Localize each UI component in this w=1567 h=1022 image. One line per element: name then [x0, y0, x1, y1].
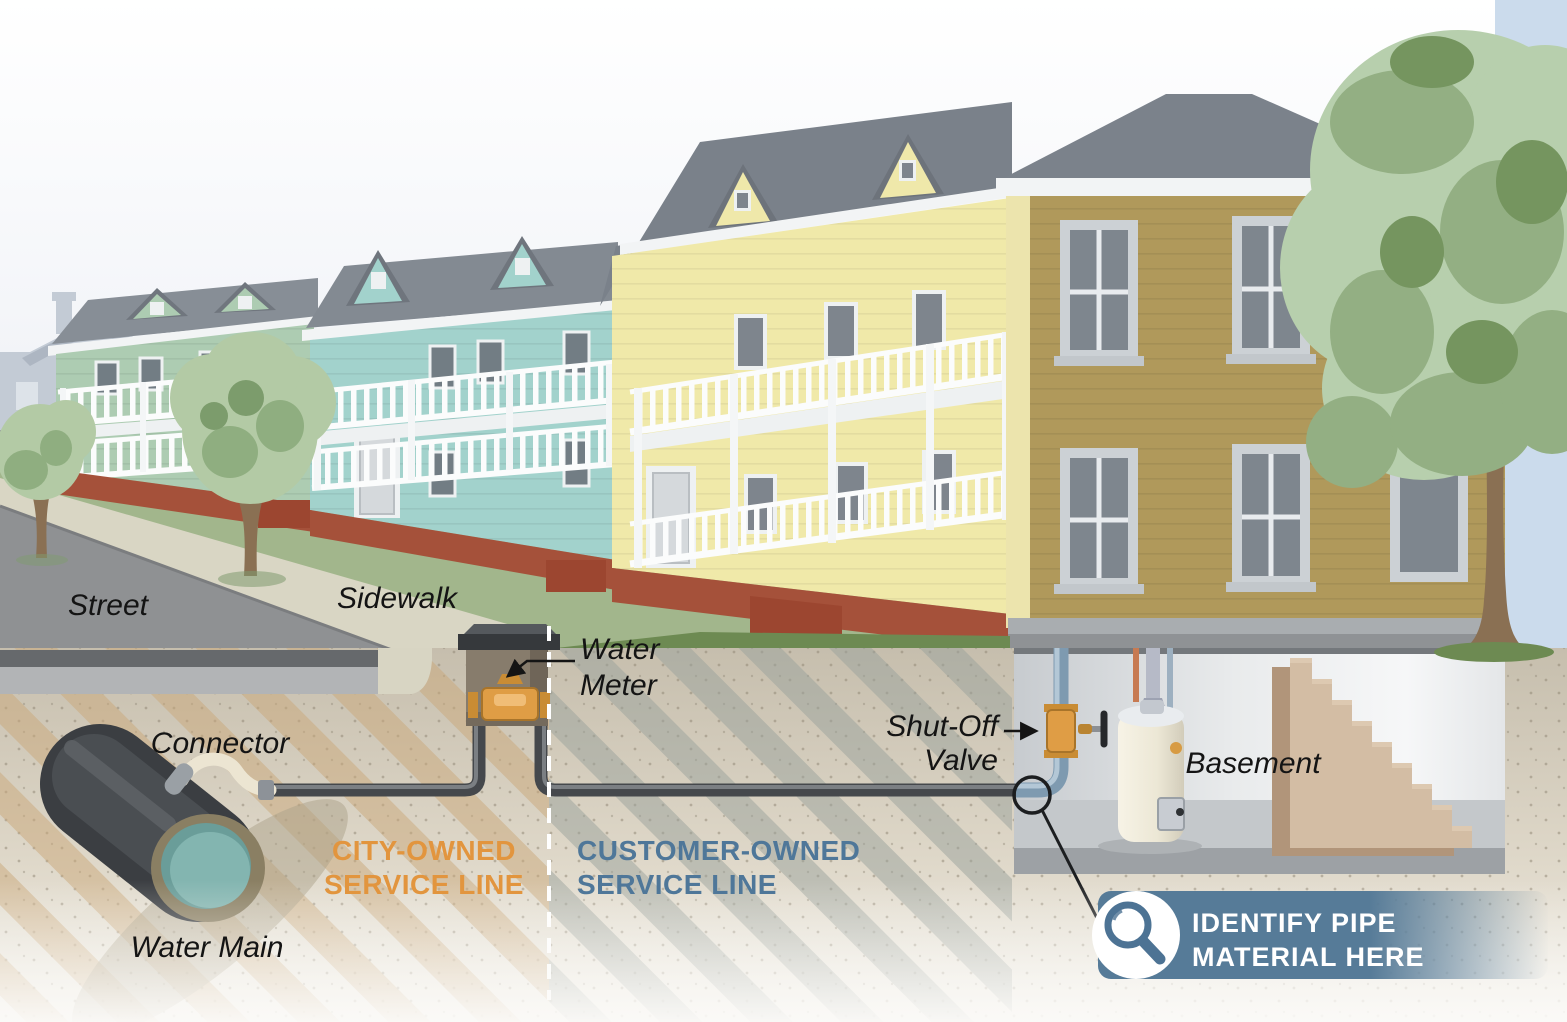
inspection-circle [1012, 775, 1052, 815]
stoop [258, 500, 312, 528]
vault-lid-top [464, 624, 556, 634]
tree-small [0, 400, 96, 566]
curb-edge [0, 504, 393, 652]
connector-pipe [164, 752, 277, 800]
row-house-teal [302, 236, 618, 592]
banner-text-line2: MATERIAL HERE [1192, 942, 1425, 972]
coupling [258, 780, 274, 800]
water-meter [468, 674, 550, 721]
connector-label: Connector [151, 727, 290, 760]
water-main-label: Water Main [131, 931, 284, 964]
water-meter-label-line2: Meter [580, 669, 658, 702]
porch [629, 331, 1011, 568]
fascia [620, 186, 1012, 255]
street-substructure [0, 648, 432, 694]
heater-flue [1146, 648, 1160, 704]
tree-medium [170, 332, 336, 587]
sidewalk-label: Sidewalk [337, 582, 459, 615]
stoop [546, 560, 606, 592]
water-meter-arrow [505, 658, 575, 678]
row-house-yellow [600, 102, 1012, 650]
tree-mound [1434, 642, 1554, 662]
water-heater [1098, 648, 1202, 854]
grass-strip [556, 632, 1010, 650]
foundation-lower [1008, 634, 1505, 648]
customer-owned-label-line1: CUSTOMER-OWNED [577, 835, 860, 866]
fascia [302, 300, 618, 341]
basement-room [1014, 648, 1505, 874]
side-wall-yellow [1006, 196, 1030, 628]
vault-lid [458, 634, 560, 650]
fascia [48, 316, 318, 356]
city-owned-label-line2: SERVICE LINE [324, 869, 524, 900]
identify-banner[interactable]: IDENTIFY PIPE MATERIAL HERE [1092, 891, 1548, 979]
shut-off-label-line1: Shut-Off [886, 710, 1000, 743]
banner-bar[interactable] [1098, 891, 1548, 979]
connector-clamp [164, 763, 194, 795]
staircase [1272, 658, 1472, 856]
annotations: Street Sidewalk Water Meter Connector Wa… [68, 582, 1322, 964]
shut-off-valve [1044, 704, 1108, 758]
city-owned-label-line1: CITY-OWNED [332, 835, 516, 866]
porch [311, 359, 617, 491]
service-line-customer [534, 704, 1018, 797]
foundation [1008, 618, 1505, 636]
curb-cross-section [378, 648, 432, 694]
sidewalk-surface [0, 478, 556, 650]
banner-text-line1: IDENTIFY PIPE [1192, 908, 1397, 938]
street-label: Street [68, 589, 150, 622]
customer-owned-label-line2: SERVICE LINE [577, 869, 777, 900]
shut-off-label-line2: Valve [924, 744, 998, 777]
basement-label: Basement [1185, 747, 1322, 780]
water-meter-label-line1: Water [580, 633, 660, 666]
service-line-city [272, 704, 486, 797]
tree-large [1280, 30, 1567, 662]
magnifying-glass-icon [1104, 901, 1166, 965]
brick-base [310, 510, 616, 590]
interior-pipe [1016, 648, 1069, 798]
